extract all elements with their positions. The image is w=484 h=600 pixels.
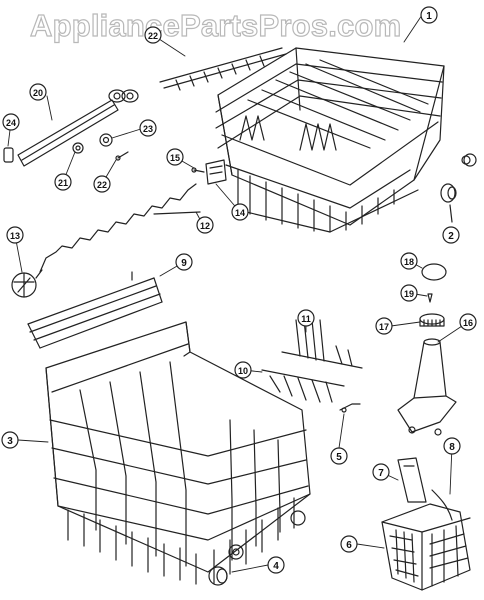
svg-text:14: 14 [235, 208, 245, 218]
callout-9: 9 [175, 253, 193, 271]
svg-text:16: 16 [463, 318, 473, 328]
svg-text:20: 20 [33, 88, 43, 98]
callout-17: 17 [375, 317, 393, 335]
callout-22-top: 22 [144, 26, 162, 44]
callout-19: 19 [400, 284, 418, 302]
screw-19 [427, 293, 433, 303]
callout-22: 22 [93, 175, 111, 193]
callout-13: 13 [6, 226, 24, 244]
track [17, 89, 139, 167]
svg-text:13: 13 [10, 231, 20, 241]
lower-rack [45, 321, 311, 585]
watermark: AppliancePartsPros.com [29, 7, 402, 43]
svg-text:19: 19 [404, 289, 414, 299]
svg-text:12: 12 [200, 221, 210, 231]
rack-stop [11, 272, 37, 298]
svg-text:4: 4 [273, 561, 279, 572]
callout-3: 3 [1, 431, 19, 449]
lower-rack-wheel [208, 566, 228, 586]
svg-text:18: 18 [404, 257, 414, 267]
bracket [205, 159, 227, 185]
svg-text:22: 22 [97, 180, 107, 190]
svg-text:23: 23 [143, 124, 153, 134]
callout-21: 21 [54, 173, 72, 191]
upper-rack [215, 47, 477, 233]
cap [421, 263, 447, 281]
svg-text:1: 1 [426, 11, 432, 22]
wave-rod [35, 183, 201, 279]
svg-text:21: 21 [58, 178, 68, 188]
svg-text:8: 8 [449, 442, 455, 453]
tower-nut [419, 313, 445, 327]
svg-text:3: 3 [7, 436, 13, 447]
callout-4: 4 [267, 556, 285, 574]
tine-row-11 [281, 319, 363, 369]
screw-15 [191, 167, 205, 173]
basket-lid [431, 489, 453, 521]
callout-6: 6 [340, 535, 358, 553]
cup-shelf [27, 271, 163, 349]
svg-text:24: 24 [6, 118, 16, 128]
svg-text:22: 22 [148, 31, 158, 41]
callout-20: 20 [29, 83, 47, 101]
svg-text:2: 2 [448, 231, 454, 242]
svg-text:6: 6 [346, 540, 352, 551]
tine-row-10 [261, 369, 345, 403]
callout-1: 1 [420, 6, 438, 24]
svg-text:5: 5 [336, 452, 342, 463]
svg-text:15: 15 [170, 153, 180, 163]
callout-2: 2 [442, 226, 460, 244]
screw-22 [115, 151, 129, 161]
wash-tower [397, 338, 457, 436]
silverware-basket [381, 503, 471, 591]
basket-handle [397, 457, 427, 503]
callout-7: 7 [372, 463, 390, 481]
track-roller [72, 142, 84, 154]
svg-text:10: 10 [238, 366, 248, 376]
rack-roller [440, 183, 457, 223]
end-cap [3, 147, 14, 163]
svg-text:9: 9 [181, 258, 187, 269]
callout-10: 10 [234, 361, 252, 379]
callout-23: 23 [139, 119, 157, 137]
callout-15: 15 [166, 148, 184, 166]
upper-wave-rod [159, 47, 287, 91]
roller [99, 133, 113, 147]
callout-18: 18 [400, 252, 418, 270]
callout-14: 14 [231, 203, 249, 221]
callout-24: 24 [2, 113, 20, 131]
callout-8: 8 [443, 437, 461, 455]
callout-11: 11 [297, 309, 315, 327]
callout-12: 12 [196, 216, 214, 234]
svg-text:7: 7 [378, 468, 384, 479]
callout-5: 5 [330, 447, 348, 465]
clip [339, 403, 361, 413]
callout-16: 16 [459, 313, 477, 331]
svg-text:17: 17 [379, 322, 389, 332]
svg-text:11: 11 [301, 314, 311, 324]
